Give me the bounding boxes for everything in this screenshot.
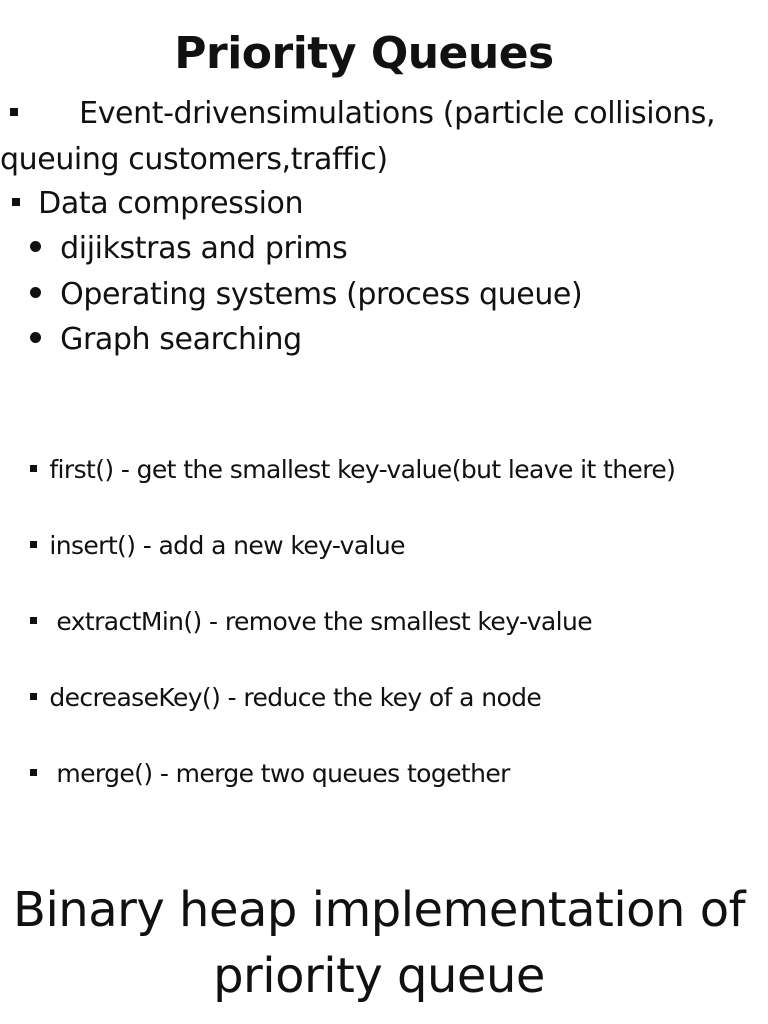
square-bullet-icon (12, 197, 20, 206)
list-item-text: Operating systems (process queue) (60, 277, 583, 312)
list-item: Graph searching (30, 320, 302, 360)
list-item-event-driven: Event-drivensimulations (particle collis… (10, 94, 716, 134)
section-heading-line: Binary heap implementation of (13, 882, 745, 938)
list-item-text: Data compression (38, 186, 304, 221)
list-item-text: Graph searching (60, 322, 302, 357)
list-item-data-compression: Data compression (12, 184, 304, 224)
operation-item-insert: insert() - add a new key-value (30, 530, 406, 562)
square-bullet-icon (30, 692, 37, 700)
page-title: Priority Queues (174, 28, 554, 79)
operation-text: extractMin() - remove the smallest key-v… (56, 607, 592, 636)
section-heading: Binary heap implementation of priority q… (0, 877, 758, 1009)
operation-item-extract-min: extractMin() - remove the smallest key-v… (30, 606, 593, 638)
operation-item-first: first() - get the smallest key-value(but… (30, 454, 676, 486)
square-bullet-icon (10, 107, 18, 116)
operation-text: merge() - merge two queues together (56, 759, 510, 788)
list-item: Operating systems (process queue) (30, 275, 583, 315)
list-item: dijikstras and prims (30, 229, 348, 269)
round-bullet-icon (30, 287, 41, 298)
square-bullet-icon (30, 464, 37, 472)
operation-item-merge: merge() - merge two queues together (30, 758, 510, 790)
square-bullet-icon (30, 768, 37, 776)
operation-text: first() - get the smallest key-value(but… (49, 455, 676, 484)
round-bullet-icon (30, 332, 41, 343)
square-bullet-icon (30, 540, 37, 548)
square-bullet-icon (30, 616, 37, 624)
round-bullet-icon (30, 241, 41, 252)
operation-item-decrease-key: decreaseKey() - reduce the key of a node (30, 682, 542, 714)
operation-text: decreaseKey() - reduce the key of a node (49, 683, 542, 712)
list-item-text: dijikstras and prims (60, 231, 348, 266)
list-item-continuation: queuing customers,traffic) (0, 142, 388, 177)
operation-text: insert() - add a new key-value (49, 531, 405, 560)
section-heading-line: priority queue (213, 948, 545, 1004)
list-item-text: Event-drivensimulations (particle collis… (79, 96, 716, 131)
